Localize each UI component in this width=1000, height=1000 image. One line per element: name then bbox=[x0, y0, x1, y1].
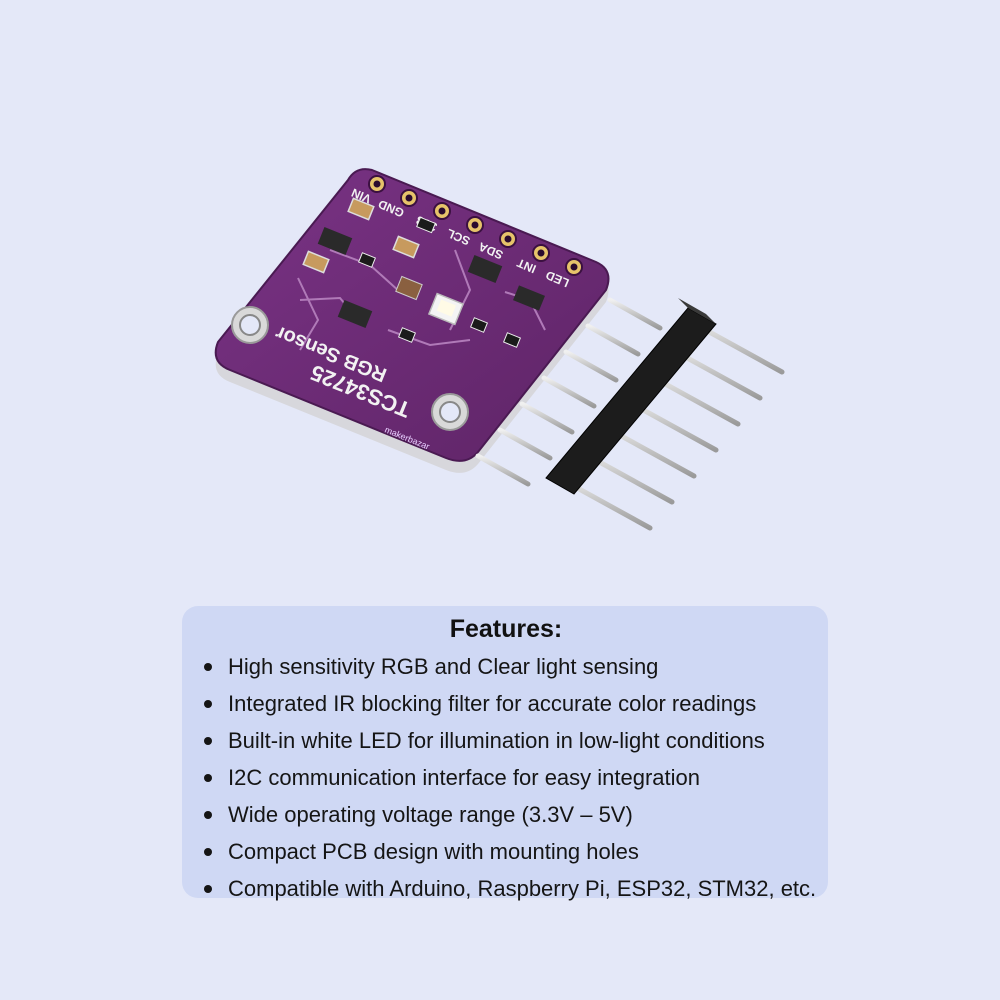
feature-text: Integrated IR blocking filter for accura… bbox=[228, 691, 757, 716]
bullet-icon bbox=[204, 848, 212, 856]
feature-text: Wide operating voltage range (3.3V – 5V) bbox=[228, 802, 633, 827]
feature-text: Compatible with Arduino, Raspberry Pi, E… bbox=[228, 876, 817, 901]
pcb-components bbox=[302, 197, 545, 348]
list-item: Built-in white LED for illumination in l… bbox=[204, 722, 808, 759]
feature-text: I2C communication interface for easy int… bbox=[228, 765, 701, 790]
header-strip bbox=[475, 297, 785, 531]
features-panel: Features: High sensitivity RGB and Clear… bbox=[182, 606, 828, 901]
list-item: Wide operating voltage range (3.3V – 5V) bbox=[204, 796, 808, 833]
bullet-icon bbox=[204, 663, 212, 671]
pcb-board bbox=[214, 168, 610, 473]
product-image: VIN GND 3V3 SCL SDA INT LED bbox=[214, 168, 785, 531]
bullet-icon bbox=[204, 737, 212, 745]
mounting-holes bbox=[231, 306, 469, 431]
feature-text: Built-in white LED for illumination in l… bbox=[228, 728, 765, 753]
header-pads bbox=[368, 175, 583, 276]
list-item: Compatible with Arduino, Raspberry Pi, E… bbox=[204, 870, 816, 907]
list-item: Integrated IR blocking filter for accura… bbox=[204, 685, 808, 722]
bullet-icon bbox=[204, 700, 212, 708]
feature-text: High sensitivity RGB and Clear light sen… bbox=[228, 654, 659, 679]
list-item: Compact PCB design with mounting holes bbox=[204, 833, 808, 870]
bullet-icon bbox=[204, 811, 212, 819]
list-item: I2C communication interface for easy int… bbox=[204, 759, 808, 796]
bullet-icon bbox=[204, 774, 212, 782]
features-title: Features: bbox=[449, 615, 563, 643]
feature-text: Compact PCB design with mounting holes bbox=[228, 839, 639, 864]
bullet-icon bbox=[204, 885, 212, 893]
list-item: High sensitivity RGB and Clear light sen… bbox=[204, 648, 808, 685]
sensor-module-illustration: VIN GND 3V3 SCL SDA INT LED bbox=[214, 168, 785, 531]
features-list: High sensitivity RGB and Clear light sen… bbox=[204, 648, 816, 907]
color-sensor-chip bbox=[395, 275, 423, 301]
